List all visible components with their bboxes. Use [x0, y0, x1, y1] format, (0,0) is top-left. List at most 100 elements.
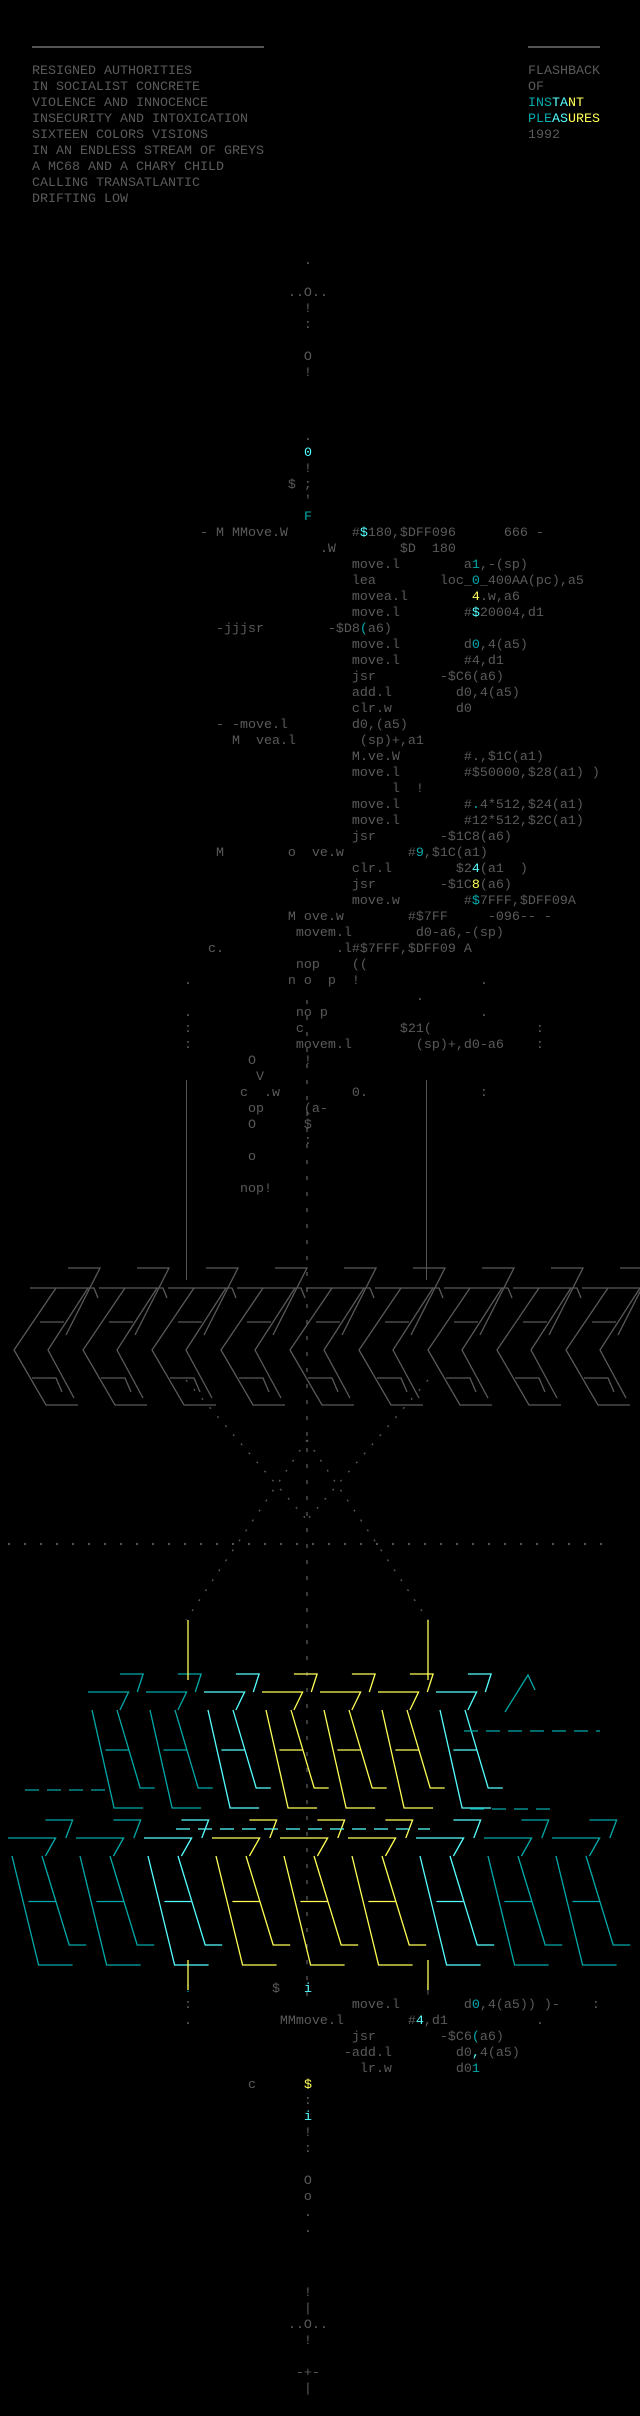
art-line: !: [0, 2334, 600, 2350]
logo2-row2-stroke: [147, 1855, 209, 1966]
logo1-letter-stroke: [170, 1377, 201, 1393]
art-line: o: [0, 2190, 600, 2206]
logo1-letter-stroke: [220, 1287, 285, 1406]
art-text: move.w #: [0, 894, 472, 909]
art-text: a6): [479, 2030, 504, 2045]
logo2-row1-stroke: [348, 1709, 387, 1789]
art-text: !: [0, 462, 312, 477]
art-line: - -move.l d0,(a5): [0, 718, 600, 734]
logo1-letter-stroke: [272, 1267, 309, 1336]
art-text: . MMmove.l #: [0, 2014, 416, 2029]
art-line: M o ve.w #9,$1C(a1): [0, 846, 600, 862]
art-text: :: [0, 2142, 312, 2157]
art-line: O $: [0, 1118, 600, 1134]
logo2-row1-stroke: [320, 1691, 362, 1711]
logo2-row2-stroke: [144, 1837, 193, 1857]
art-line: -add.l d0,4(a5): [0, 2046, 600, 2062]
logo2-row2-stroke: [177, 1855, 223, 1946]
logo1-letter-stroke: [116, 1287, 158, 1399]
logo1-letter-stroke: [599, 1287, 640, 1399]
art-line: move.l d0,4(a5): [0, 638, 600, 654]
art-text: 0: [471, 1998, 480, 2013]
art-text: .w,a6: [479, 590, 520, 605]
logo2-row2-stroke: [313, 1855, 359, 1946]
art-text: move.l a: [0, 558, 472, 573]
logo1-letter-stroke: [444, 1287, 513, 1299]
art-text: $: [471, 606, 480, 621]
logo1-letter-stroke: [530, 1287, 572, 1399]
art-text: NT: [568, 96, 584, 111]
art-text: !: [0, 2334, 312, 2349]
art-text: 0: [303, 446, 312, 461]
art-text: 4*512,$24(a1): [479, 798, 584, 813]
art-line: ': [0, 494, 600, 510]
poem-line: DRIFTING LOW: [32, 192, 128, 207]
art-line: $ ;: [0, 478, 600, 494]
logo2-row2-stroke: [76, 1837, 125, 1857]
logo2-caret: [504, 1673, 536, 1713]
cone-line: [306, 1439, 429, 1621]
logo2-row1-stroke: [293, 1673, 318, 1693]
art-text: .: [0, 254, 312, 269]
art-text: - -move.l d0,(a5): [0, 718, 408, 733]
art-line: O !: [0, 1054, 600, 1070]
logo1-letter-stroke: [203, 1267, 240, 1336]
art-text: nop!: [0, 1182, 272, 1197]
logo1-letter-stroke: [185, 1287, 227, 1399]
art-line: op (a-: [0, 1102, 600, 1118]
art-text: :: [0, 318, 312, 333]
cone-line: [185, 1439, 308, 1621]
logo2-row1-stroke: [119, 1673, 144, 1693]
logo2-row1-stroke: [146, 1691, 188, 1711]
art-text: .: [471, 798, 480, 813]
logo1-letter-stroke: [168, 1287, 237, 1299]
logo2-row1-stroke: [323, 1709, 376, 1809]
art-text: 180,$DFF096 666 -: [367, 526, 544, 541]
art-text: .: [0, 2222, 312, 2237]
art-line: -+-: [0, 2366, 600, 2382]
art-line: : movem.l (sp)+,d0-a6 :: [0, 1038, 600, 1054]
art-line: V: [0, 1070, 600, 1086]
logo2-row1-stroke: [378, 1691, 420, 1711]
poem-line: SIXTEEN COLORS VISIONS: [32, 128, 208, 143]
art-line: INSTANT: [528, 96, 600, 112]
poem-line: A MC68 AND A CHARY CHILD: [32, 160, 224, 175]
art-text: i: [303, 1982, 312, 1997]
logo1-letter-stroke: [65, 1267, 102, 1336]
logo2-row2-stroke: [416, 1837, 465, 1857]
art-line: .: [0, 430, 600, 446]
art-line: M.ve.W #.,$1C(a1): [0, 750, 600, 766]
logo2-row2-stroke: [41, 1855, 87, 1946]
art-line: :: [0, 1134, 600, 1150]
art-text: - M MMove.W #: [0, 526, 360, 541]
logo2-row1-stroke: [235, 1673, 260, 1693]
logo2-row2-stroke: [419, 1855, 481, 1966]
art-text: :: [0, 2094, 312, 2109]
art-line: move.w #$7FFF,$DFF09A: [0, 894, 600, 910]
logo1-letter-stroke: [617, 1267, 640, 1336]
art-text: $: [471, 894, 480, 909]
art-line: 0: [0, 446, 600, 462]
logo2-row2-stroke: [45, 1819, 74, 1839]
logo1-letter-stroke: [306, 1287, 375, 1299]
art-text: c. .l#$7FFF,$DFF09 A: [0, 942, 472, 957]
art-text: 0: [471, 574, 480, 589]
art-text: movem.l d0-a6,-(sp): [0, 926, 504, 941]
art-line: jsr -$C6(a6): [0, 670, 600, 686]
logo2-row2-stroke: [552, 1837, 601, 1857]
logo2-row2-stroke: [555, 1855, 617, 1966]
logo2-row1-stroke: [439, 1709, 492, 1809]
art-text: i: [303, 2110, 312, 2125]
logo2-row2-stroke: [521, 1819, 550, 1839]
art-text: $: [191, 1982, 304, 1997]
art-text: : move.l d: [0, 1998, 472, 2013]
logo2-row2-stroke: [453, 1819, 482, 1839]
art-line: M ove.w #$7FF -096-- -: [0, 910, 600, 926]
art-line: jsr -$C6(a6): [0, 2030, 600, 2046]
ascii-code-top: . ..O.. ! : O !: [0, 254, 600, 1198]
art-text: . no p .: [0, 1006, 488, 1021]
art-text: O: [0, 350, 312, 365]
logo1-letter-stroke: [289, 1287, 354, 1406]
art-text: ..O..: [0, 2318, 328, 2333]
